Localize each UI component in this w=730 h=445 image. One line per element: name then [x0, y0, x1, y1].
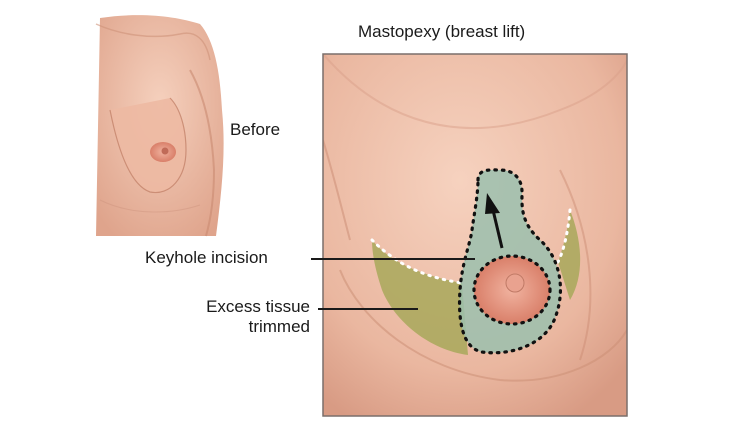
main-panel [322, 53, 628, 417]
excess-tissue-label: Excess tissue trimmed [170, 297, 310, 337]
excess-tissue-right [558, 210, 581, 300]
excess-tissue-label-line1: Excess tissue [206, 297, 310, 316]
excess-tissue-label-line2: trimmed [248, 317, 310, 336]
before-figure [95, 15, 224, 237]
keyhole-incision-label: Keyhole incision [145, 248, 268, 267]
nipple [505, 273, 525, 293]
arrow-up-icon [485, 193, 504, 249]
keyhole-leader-line [311, 258, 475, 260]
before-label: Before [230, 120, 281, 139]
page-title: Mastopexy (breast lift) [358, 22, 526, 41]
excess-leader-line [318, 308, 418, 310]
excess-tissue-region [372, 240, 468, 355]
